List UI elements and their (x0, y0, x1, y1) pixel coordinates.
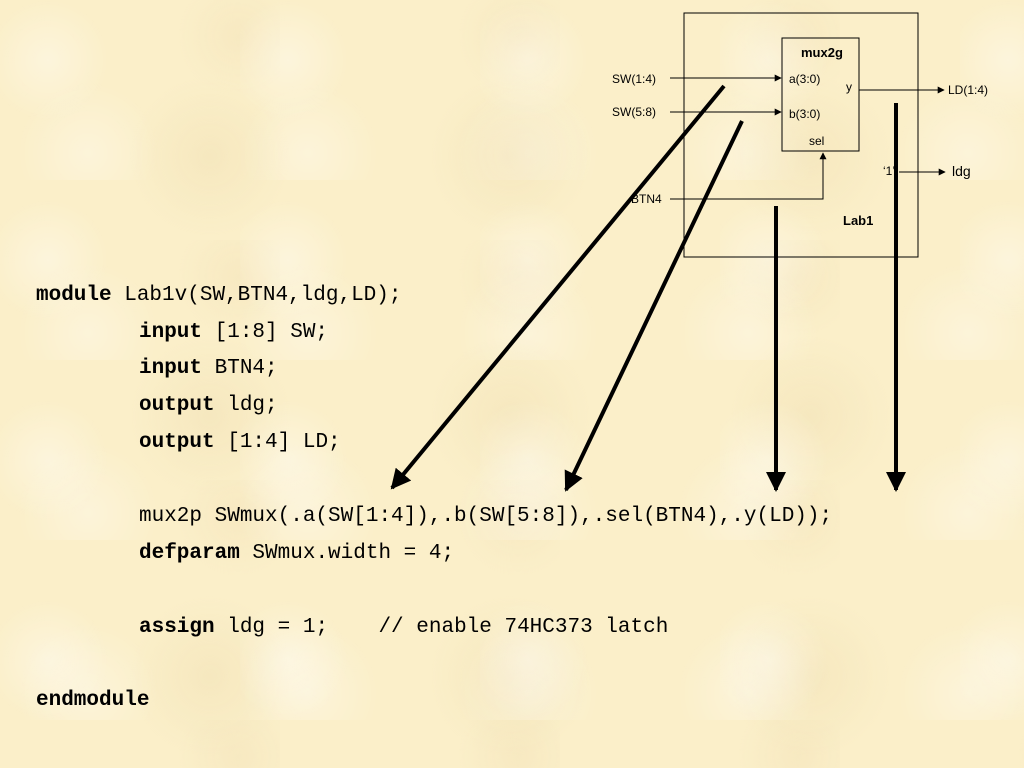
input-sw-decl: [1:8] SW; (202, 321, 329, 344)
port-a-label: a(3:0) (789, 72, 820, 86)
code-line-input-btn4: input BTN4; (139, 357, 278, 381)
output-ld-decl: [1:4] LD; (214, 431, 341, 454)
keyword-assign: assign (139, 616, 215, 639)
keyword-defparam: defparam (139, 542, 240, 565)
code-line-output-ldg: output ldg; (139, 394, 278, 418)
assign-stmt: ldg = 1; // enable 74HC373 latch (214, 616, 669, 639)
mux2g-box (781, 37, 860, 152)
pointer-arrow-b (564, 120, 744, 492)
mux-instance: mux2p SWmux(.a(SW[1:4]),.b(SW[5:8]),.sel… (139, 505, 833, 528)
keyword-output: output (139, 431, 215, 454)
output-ldg-decl: ldg; (214, 394, 278, 417)
code-line-endmodule: endmodule (36, 689, 149, 713)
keyword-output: output (139, 394, 215, 417)
wire-sel (670, 152, 827, 200)
pointer-arrow-a (390, 84, 726, 490)
ldg-label: ldg (952, 163, 971, 179)
defparam-stmt: SWmux.width = 4; (239, 542, 455, 565)
btn4-label: BTN4 (631, 192, 662, 206)
sw58-label: SW(5:8) (612, 105, 656, 119)
const-one-label: ‘1’ (883, 164, 895, 178)
port-b-label: b(3:0) (789, 107, 820, 121)
port-y-label: y (846, 80, 852, 94)
input-btn4-decl: BTN4; (202, 357, 278, 380)
keyword-input: input (139, 357, 203, 380)
keyword-module: module (36, 284, 112, 307)
mux2g-title: mux2g (801, 45, 843, 60)
code-line-module: module Lab1v(SW,BTN4,ldg,LD); (36, 284, 401, 308)
keyword-input: input (139, 321, 203, 344)
code-line-output-ld: output [1:4] LD; (139, 431, 341, 455)
code-line-input-sw: input [1:8] SW; (139, 321, 328, 345)
code-line-assign: assign ldg = 1; // enable 74HC373 latch (139, 616, 668, 640)
module-decl: Lab1v(SW,BTN4,ldg,LD); (111, 284, 402, 307)
keyword-endmodule: endmodule (36, 689, 150, 712)
code-line-defparam: defparam SWmux.width = 4; (139, 542, 454, 566)
lab1-label: Lab1 (843, 213, 873, 228)
port-sel-label: sel (809, 134, 824, 148)
code-line-instance: mux2p SWmux(.a(SW[1:4]),.b(SW[5:8]),.sel… (139, 505, 832, 529)
sw14-label: SW(1:4) (612, 72, 656, 86)
ld14-label: LD(1:4) (948, 83, 988, 97)
